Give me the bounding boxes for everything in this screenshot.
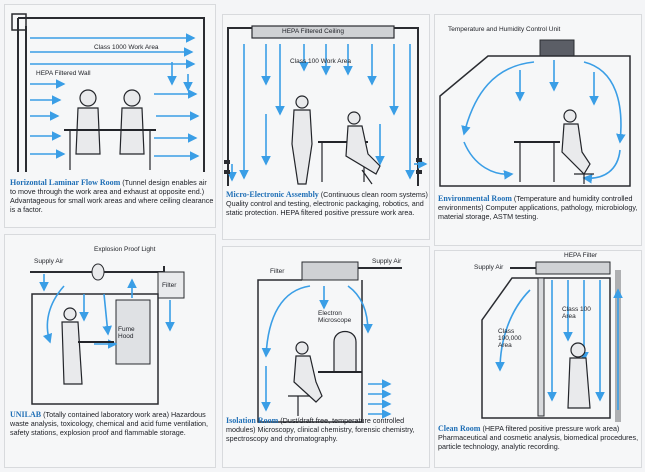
panel-title: Environmental Room <box>438 194 512 203</box>
panel-horizontal-laminar-flow-room: Class 1000 Work Area HEPA Filtered Wall … <box>4 4 216 228</box>
microscope-illustration <box>288 332 362 417</box>
hepa-filter-label: HEPA Filter <box>564 252 597 259</box>
filter-label: Filter <box>270 268 284 275</box>
explosion-proof-light <box>92 264 104 280</box>
control-unit-label: Temperature and Humidity Control Unit <box>448 26 588 33</box>
panel-caption: Isolation Room (Dust/draft free, tempera… <box>226 416 428 443</box>
panel-micro-electronic-assembly: HEPA Filtered Ceiling Class 100 Work Are… <box>222 14 430 240</box>
panel-caption: Environmental Room (Temperature and humi… <box>438 194 640 221</box>
class-100000-label: Class 100,000 Area <box>498 328 532 349</box>
panel-caption: Horizontal Laminar Flow Room (Tunnel des… <box>10 178 214 214</box>
hepa-filter <box>536 262 610 274</box>
panel-title: Horizontal Laminar Flow Room <box>10 178 120 187</box>
control-unit <box>540 40 574 56</box>
panel-title: Isolation Room <box>226 416 278 425</box>
fume-hood-label: Fume Hood <box>118 326 148 340</box>
panel-caption: UNILAB (Totally contained laboratory wor… <box>10 410 214 437</box>
technicians-illustration <box>292 96 380 184</box>
panel-caption: Micro-Electronic Assembly (Continuous cl… <box>226 190 428 217</box>
microscope-label: Electron Microscope <box>318 310 364 324</box>
panel-unilab: Explosion Proof Light Supply Air Filter … <box>4 234 216 468</box>
seated-worker-illustration <box>514 110 594 184</box>
filter-label: Filter <box>162 282 176 289</box>
workers-illustration <box>64 90 156 170</box>
ceiling-label: HEPA Filtered Ceiling <box>282 28 344 35</box>
panel-title: UNILAB <box>10 410 41 419</box>
filter-unit <box>302 262 358 280</box>
supply-air-label: Supply Air <box>474 264 503 271</box>
clean-room-worker-illustration <box>568 343 590 408</box>
room-outline <box>18 18 204 172</box>
panel-title: Clean Room <box>438 424 480 433</box>
explosion-light-label: Explosion Proof Light <box>94 246 155 253</box>
panel-environmental-room: Temperature and Humidity Control Unit En… <box>434 14 642 246</box>
panel-isolation-room: Filter Supply Air Electron Microscope Is… <box>222 246 430 468</box>
partition <box>538 278 544 416</box>
panel-caption: Clean Room (HEPA filtered positive press… <box>438 424 640 451</box>
supply-air-label: Supply Air <box>34 258 63 265</box>
hepa-wall-label: HEPA Filtered Wall <box>36 70 91 77</box>
panel-clean-room: Supply Air HEPA Filter Class 100,000 Are… <box>434 250 642 468</box>
panel-title: Micro-Electronic Assembly <box>226 190 319 199</box>
supply-air-label: Supply Air <box>372 258 401 265</box>
class-100-label: Class 100 Area <box>562 306 592 320</box>
work-area-label: Class 1000 Work Area <box>94 44 159 51</box>
work-area-label: Class 100 Work Area <box>290 58 351 65</box>
